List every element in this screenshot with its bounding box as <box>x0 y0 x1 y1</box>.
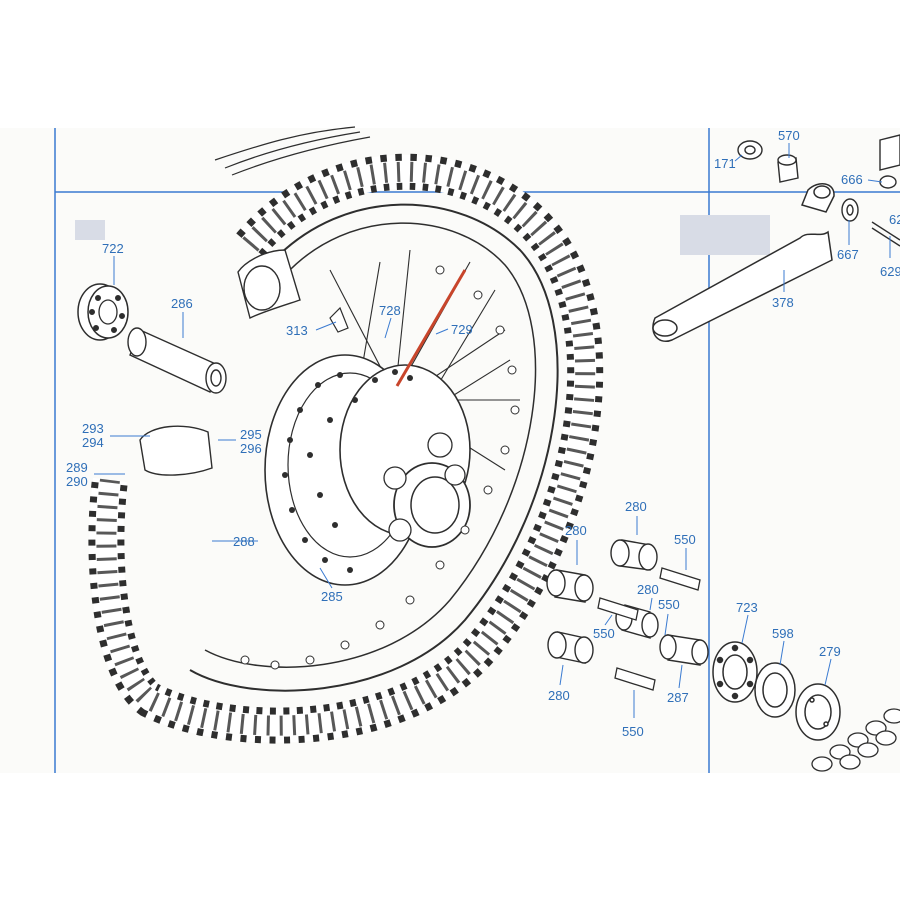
spacers-280-illustration <box>546 539 659 664</box>
seal-598-illustration <box>754 662 796 718</box>
bearing-723-illustration <box>712 641 758 703</box>
rim-nipples <box>240 265 520 670</box>
label-729: 729 <box>451 322 473 337</box>
label-598: 598 <box>772 626 794 641</box>
tire-illustration <box>88 153 604 744</box>
highlighted-spoke <box>395 269 467 387</box>
label-293: 293 <box>82 421 104 436</box>
bolts-550-illustration <box>597 567 701 691</box>
label-378: 378 <box>772 295 794 310</box>
spacer-286-illustration <box>127 327 227 394</box>
label-280-c: 280 <box>637 582 659 597</box>
label-280-b: 280 <box>565 523 587 538</box>
leader-lines <box>94 143 891 718</box>
ring-279-illustration <box>795 683 841 741</box>
label-280-a: 280 <box>625 499 647 514</box>
bolt-629-illustration <box>871 221 900 247</box>
label-62x: 62 <box>889 212 900 227</box>
label-629: 629 <box>880 264 900 279</box>
label-295: 295 <box>240 427 262 442</box>
label-290: 290 <box>66 474 88 489</box>
label-550-b: 550 <box>658 597 680 612</box>
label-288: 288 <box>233 534 255 549</box>
label-667: 667 <box>837 247 859 262</box>
cables-illustration <box>214 126 371 176</box>
label-171: 171 <box>714 156 736 171</box>
link-378-illustration <box>652 183 835 342</box>
label-722: 722 <box>102 241 124 256</box>
label-728: 728 <box>379 303 401 318</box>
label-287: 287 <box>667 690 689 705</box>
label-294: 294 <box>82 435 104 450</box>
label-280-d: 280 <box>548 688 570 703</box>
label-666: 666 <box>841 172 863 187</box>
collar-287-illustration <box>659 634 709 666</box>
bearing-722-illustration <box>77 283 129 341</box>
label-286: 286 <box>171 296 193 311</box>
label-550-d: 550 <box>622 724 644 739</box>
hub-holes <box>282 369 413 573</box>
label-285: 285 <box>321 589 343 604</box>
hub-illustration <box>264 354 471 586</box>
washers-illustration <box>737 134 900 222</box>
label-296: 296 <box>240 441 262 456</box>
background-marks <box>75 215 770 255</box>
part-labels: 722 286 313 728 729 293 294 295 296 289 … <box>66 128 900 739</box>
label-279: 279 <box>819 644 841 659</box>
label-289: 289 <box>66 460 88 475</box>
part-313-shape <box>329 306 349 333</box>
label-550-a: 550 <box>674 532 696 547</box>
label-313: 313 <box>286 323 308 338</box>
label-570: 570 <box>778 128 800 143</box>
chain-illustration <box>811 708 900 772</box>
label-723: 723 <box>736 600 758 615</box>
label-550-c: 550 <box>593 626 615 641</box>
